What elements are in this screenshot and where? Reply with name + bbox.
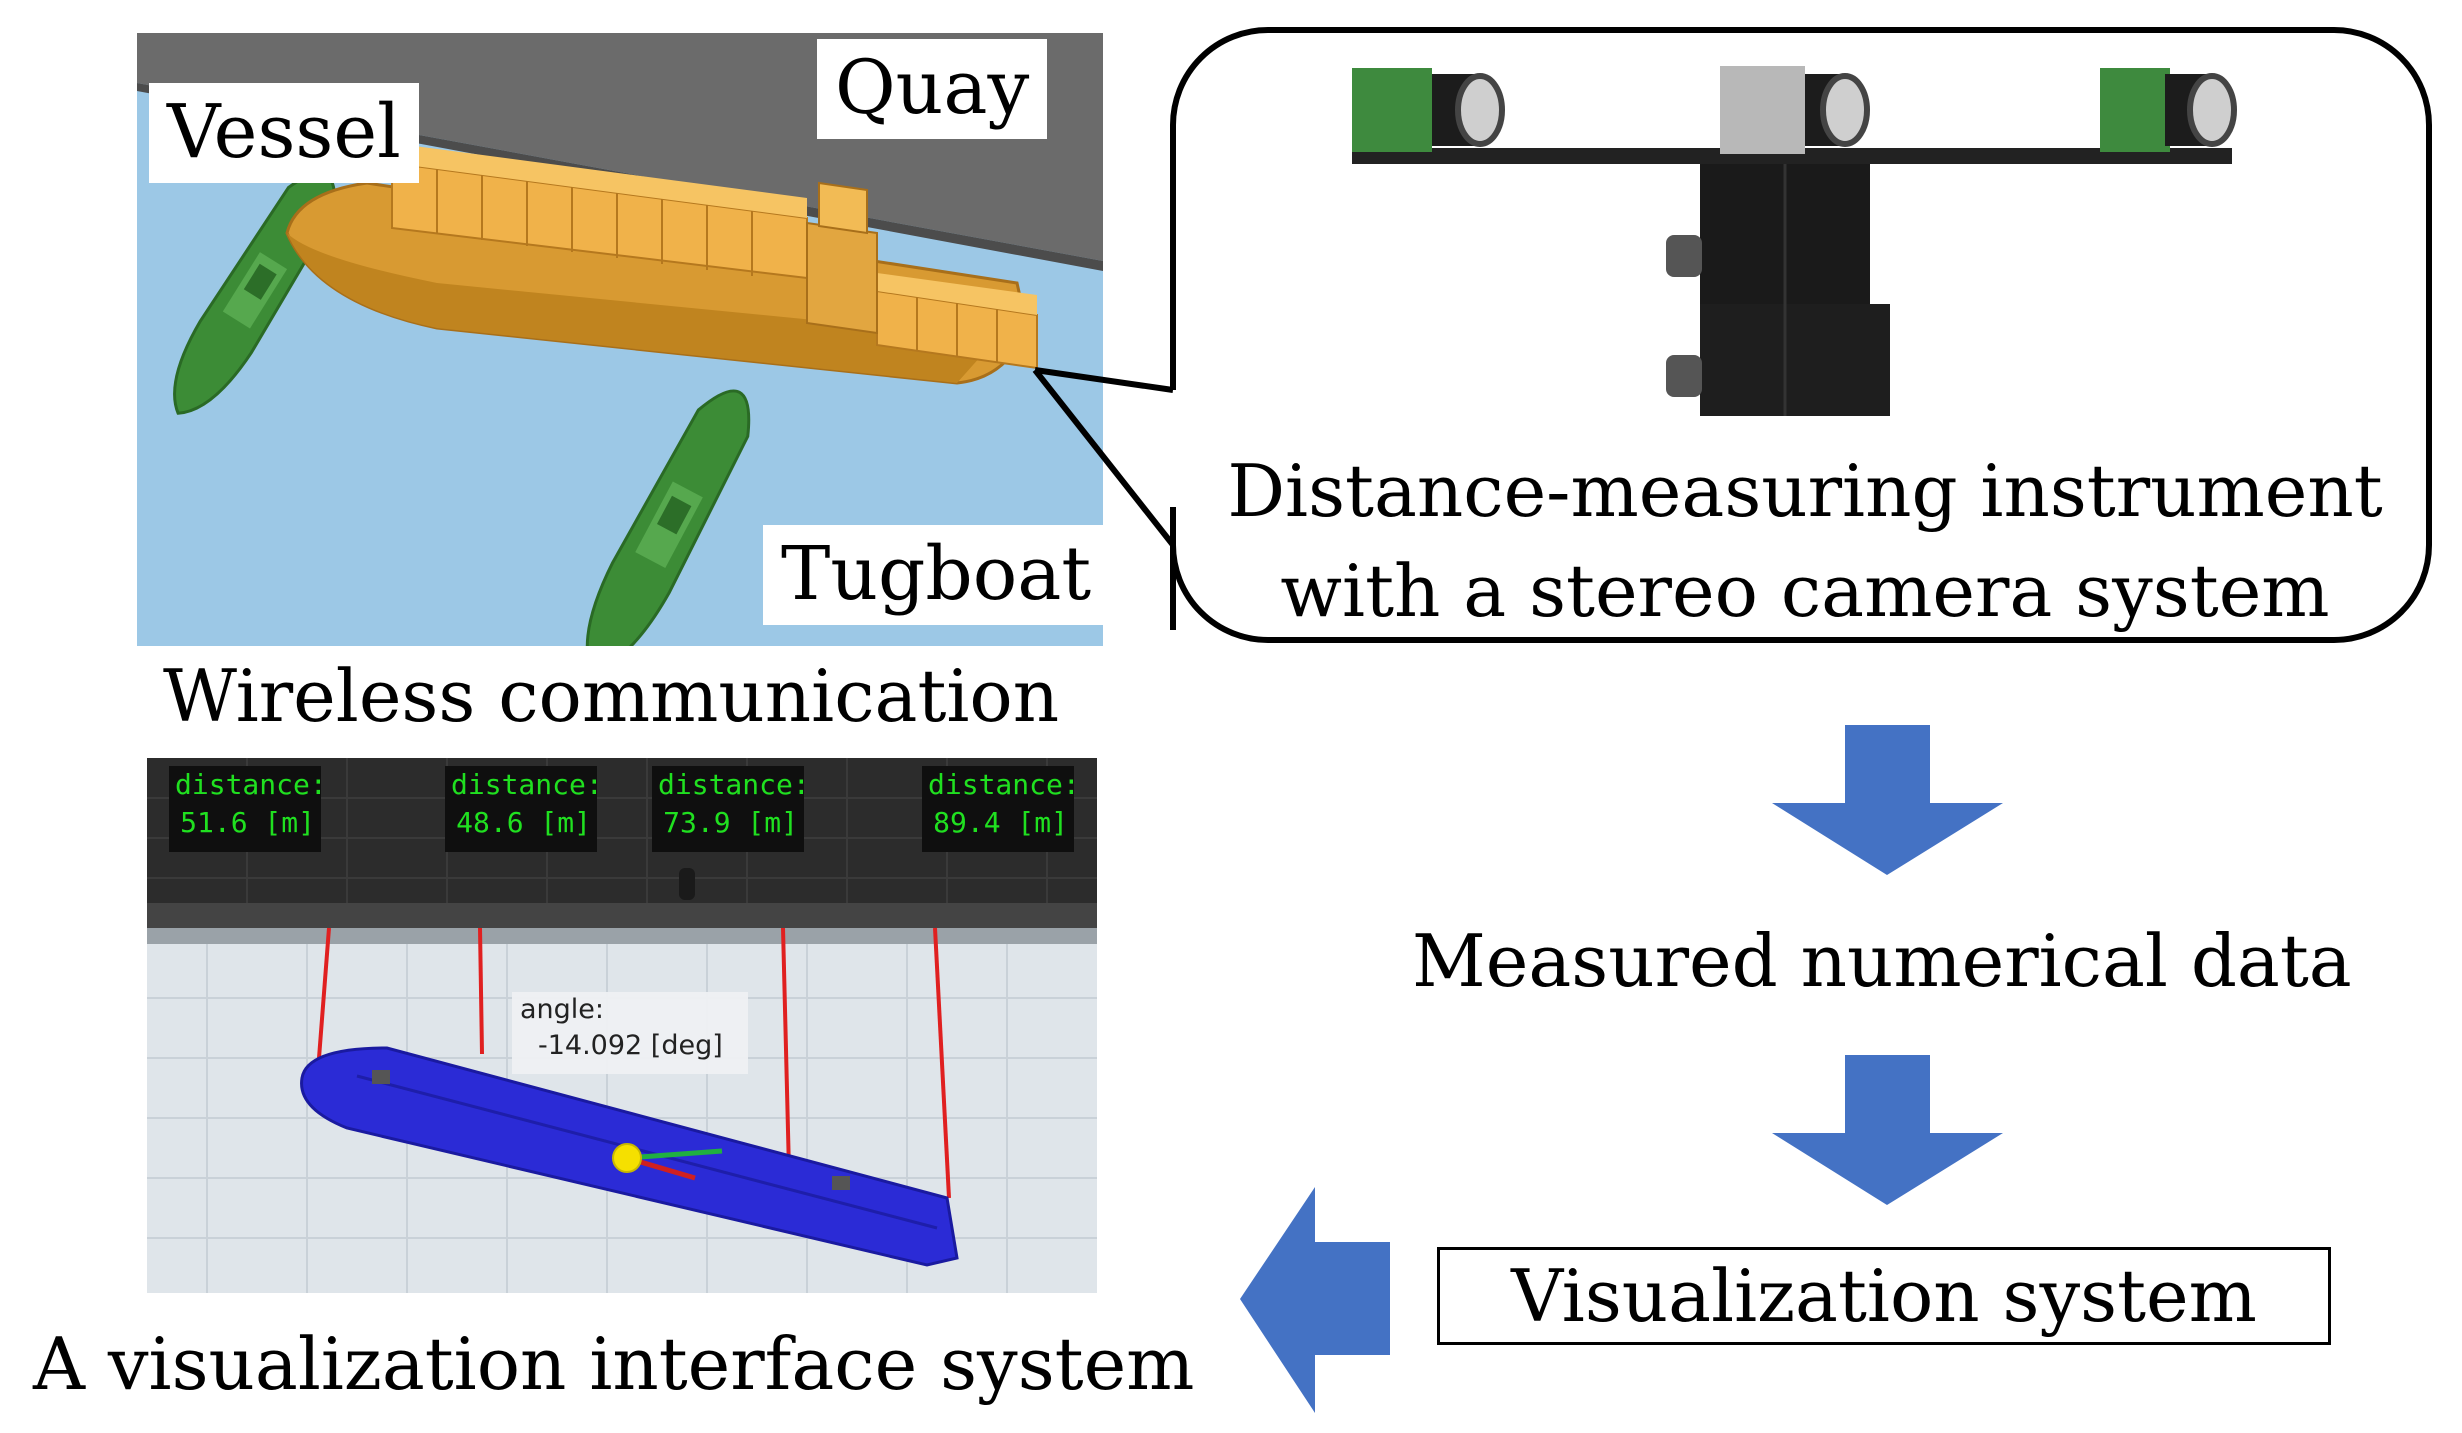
distance-label: distance: — [451, 768, 603, 801]
quay-label: Quay — [817, 39, 1048, 139]
distance-label: distance: — [658, 768, 810, 801]
vessel-label: Vessel — [149, 83, 419, 183]
distance-readout-2: distance: 48.6 [m] — [445, 766, 603, 852]
measured-data-caption: Measured numerical data — [1412, 919, 2352, 1003]
interface-caption: A visualization interface system — [33, 1322, 1195, 1406]
distance-value: 73.9 [m] — [663, 806, 798, 839]
tugboat-label: Tugboat — [763, 525, 1103, 625]
arrow-down-2-icon — [1772, 1055, 2003, 1205]
distance-label: distance: — [928, 768, 1080, 801]
distance-readout-3: distance: 73.9 [m] — [652, 766, 810, 852]
distance-lines — [317, 927, 951, 1199]
angle-readout: angle: -14.092 [deg] — [512, 992, 748, 1074]
arrow-left-icon — [1240, 1187, 1390, 1413]
right-camera-icon — [2100, 68, 2237, 152]
instrument-caption-line1: Distance-measuring instrument — [1227, 449, 2383, 533]
distance-value: 51.6 [m] — [180, 806, 315, 839]
distance-readout-4: distance: 89.4 [m] — [922, 766, 1080, 852]
left-camera-icon — [1352, 68, 1505, 152]
container-vessel — [285, 143, 1038, 385]
wireless-caption: Wireless communication — [163, 654, 1060, 738]
berthing-scene-render: Vessel Quay Tugboat — [137, 33, 1103, 646]
distance-label: distance: — [175, 768, 327, 801]
distance-readout-1: distance: 51.6 [m] — [169, 766, 327, 852]
visualization-system-label: Visualization system — [1511, 1254, 2257, 1338]
angle-label: angle: — [520, 994, 605, 1025]
distance-value: 89.4 [m] — [933, 806, 1068, 839]
stereo-camera-rig — [1352, 66, 2237, 416]
instrument-caption-line2: with a stereo camera system — [1280, 549, 2330, 633]
distance-value: 48.6 [m] — [456, 806, 591, 839]
visualization-system-box: Visualization system — [1437, 1247, 2331, 1345]
callout-pointer — [1032, 360, 1176, 630]
arrow-down-1-icon — [1772, 725, 2003, 875]
visualization-screenshot: distance: 51.6 [m] distance: 48.6 [m] di… — [147, 758, 1097, 1293]
tugboat-bottom — [585, 389, 751, 646]
center-camera-icon — [1720, 66, 1870, 154]
angle-value: -14.092 [deg] — [538, 1030, 723, 1061]
